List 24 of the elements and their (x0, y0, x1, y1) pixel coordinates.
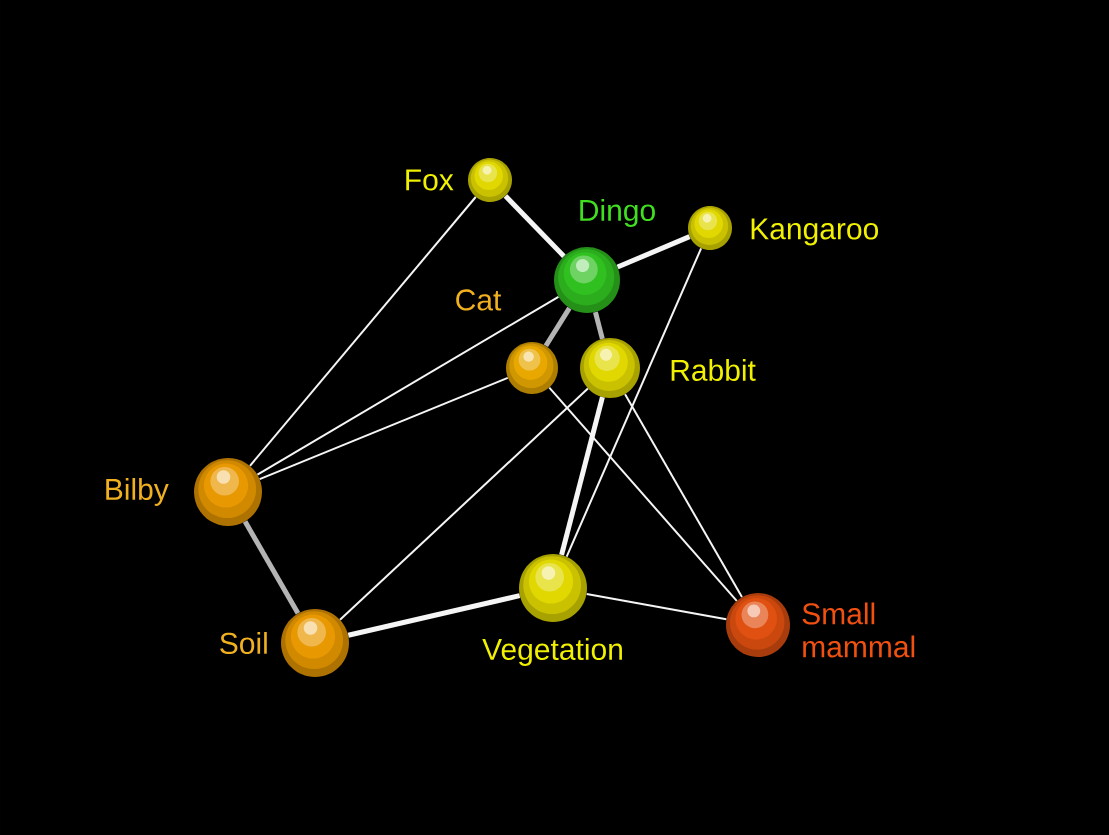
node-label: Bilby (106, 478, 169, 506)
node-label: Fox (406, 169, 454, 191)
link-line (565, 247, 703, 558)
node-label: Cat (456, 289, 502, 311)
link-line (624, 393, 743, 599)
node-label: Kangaroo (751, 218, 879, 246)
link-line (258, 376, 509, 481)
link-line (339, 387, 589, 621)
node-label: Rabbit (671, 358, 756, 381)
link-line (616, 234, 691, 270)
link-line (347, 593, 521, 638)
link-line (593, 311, 605, 340)
node-label: Dingo (580, 199, 655, 227)
link-line (543, 306, 572, 348)
node-label: Vegetation (482, 638, 622, 666)
link-line (559, 396, 605, 556)
link-line (585, 593, 728, 621)
link-line (249, 196, 477, 467)
link-line (242, 520, 301, 615)
node-label: Soil (220, 631, 267, 654)
node-label: Small mammal (802, 602, 915, 658)
link-line (256, 295, 560, 476)
link-line (503, 194, 566, 258)
link-line (548, 386, 738, 602)
